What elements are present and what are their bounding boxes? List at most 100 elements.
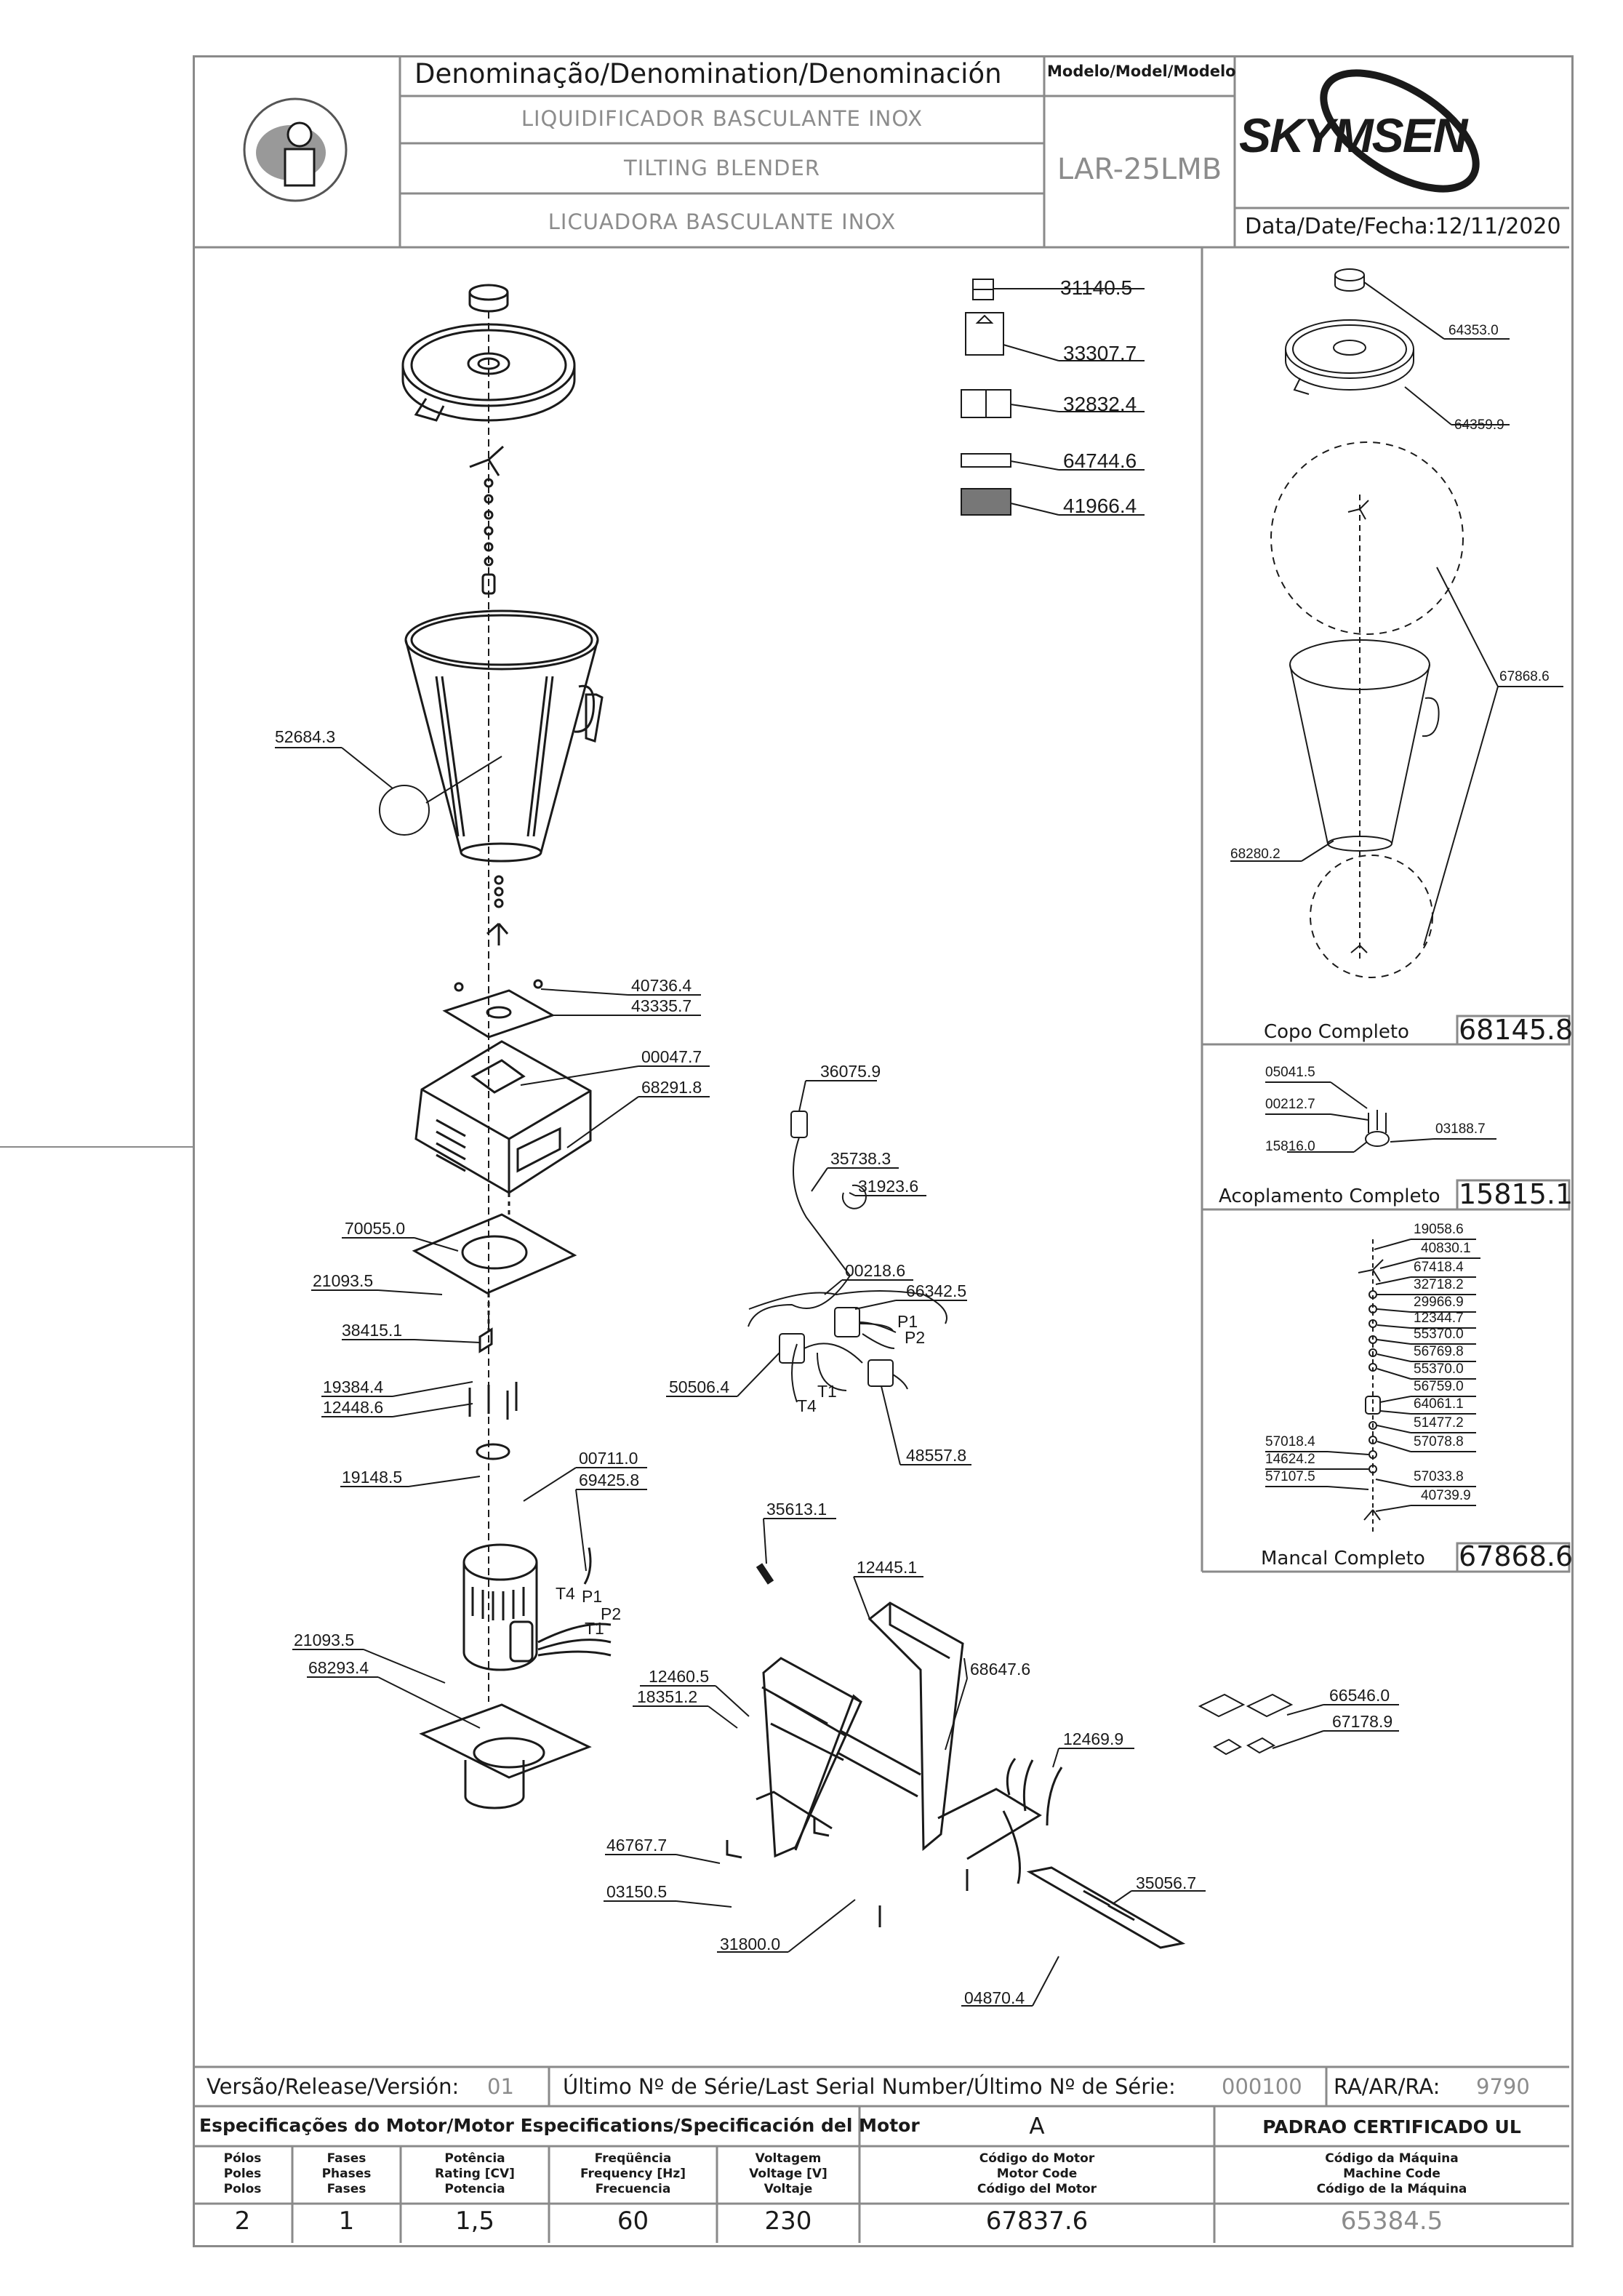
mancal-part-32718: 32718.2: [1414, 1277, 1464, 1292]
part-69425-8: 69425.8: [579, 1471, 640, 1489]
feet-pads: [1198, 1693, 1294, 1756]
copo-part-67868: 67868.6: [1499, 669, 1550, 684]
acopl-part-15816: 15816.0: [1265, 1139, 1315, 1154]
spec-head-voltage-en: Voltage [V]: [749, 2167, 827, 2181]
badge-logo: [243, 97, 348, 202]
spec-val-frequency: 60: [617, 2207, 649, 2236]
mancal-part-51477: 51477.2: [1414, 1415, 1464, 1431]
brand-name: SKYMSEN: [1239, 108, 1467, 162]
part-31800-0: 31800.0: [720, 1935, 781, 1953]
accessory-41966: 41966.4: [1063, 495, 1137, 517]
accessory-icons: [961, 279, 1145, 516]
spec-head-voltage-es: Voltaje: [764, 2182, 813, 2196]
part-19148-5: 19148.5: [342, 1468, 403, 1487]
part-68291-8: 68291.8: [641, 1078, 702, 1097]
blender-exploded-view: [401, 284, 612, 1809]
copo-title: Copo Completo: [1264, 1021, 1409, 1043]
spec-head-machine-code: Código da Máquina Machine Code Código de…: [1214, 2151, 1569, 2197]
denomination-label: Denominação/Denomination/Denominación: [414, 58, 1002, 89]
spec-head-motor-code-pt: Código do Motor: [979, 2151, 1095, 2166]
model-code: LAR-25LMB: [1057, 153, 1222, 186]
part-67178-9: 67178.9: [1332, 1712, 1393, 1731]
version-label: Versão/Release/Versión:: [207, 2074, 460, 2099]
date-value: 12/11/2020: [1435, 214, 1561, 239]
spec-head-rating: Potência Rating [CV] Potencia: [401, 2151, 549, 2197]
wire-label-t4: T4: [797, 1396, 817, 1415]
part-00047-7: 00047.7: [641, 1047, 702, 1066]
serial-value: 000100: [1222, 2074, 1302, 2099]
part-04870-4: 04870.4: [964, 1988, 1025, 2007]
mancal-part-57078: 57078.8: [1414, 1434, 1464, 1449]
mancal-part-64061: 64061.1: [1414, 1396, 1464, 1412]
part-38415-1: 38415.1: [342, 1321, 403, 1340]
copo-part-64359: 64359.9: [1454, 417, 1504, 433]
part-40736-4: 40736.4: [631, 976, 692, 995]
part-12445-1: 12445.1: [857, 1558, 918, 1577]
part-68293-4: 68293.4: [308, 1658, 369, 1677]
mancal-part-40830: 40830.1: [1421, 1241, 1471, 1256]
acoplamento-title: Acoplamento Completo: [1219, 1185, 1440, 1207]
spec-head-phases-es: Fases: [326, 2182, 366, 2196]
stand-leaders: [604, 1518, 1399, 2007]
part-03150-5: 03150.5: [606, 1882, 668, 1901]
mancal-part-14624: 14624.2: [1265, 1452, 1315, 1467]
spec-head-rating-en: Rating [CV]: [435, 2167, 515, 2181]
part-00218-6: 00218.6: [845, 1261, 906, 1280]
spec-val-machine-code: 65384.5: [1340, 2207, 1443, 2236]
product-name-en: TILTING BLENDER: [624, 156, 820, 180]
part-66342-5: 66342.5: [906, 1281, 967, 1300]
motor-class: A: [1029, 2113, 1045, 2140]
date-label-text: Data/Date/Fecha:: [1245, 214, 1435, 239]
mancal-part-56769: 56769.8: [1414, 1344, 1464, 1359]
mancal-part-40739: 40739.9: [1421, 1488, 1471, 1503]
mancal-part-56759: 56759.0: [1414, 1379, 1464, 1394]
part-31923-6: 31923.6: [858, 1177, 919, 1196]
part-43335-7: 43335.7: [631, 996, 692, 1015]
accessory-33307: 33307.7: [1063, 342, 1137, 364]
spec-val-rating: 1,5: [454, 2207, 495, 2236]
spec-head-poles-pt: Pólos: [223, 2151, 262, 2166]
spec-head-phases-pt: Fases: [326, 2151, 366, 2166]
spec-head-frequency: Freqüência Frequency [Hz] Frecuencia: [549, 2151, 717, 2197]
part-52684-3: 52684.3: [275, 727, 336, 746]
electrical-assembly: [666, 1080, 971, 1465]
spec-head-phases: Fases Phases Fases: [292, 2151, 401, 2197]
mancal-code: 67868.6: [1459, 1540, 1574, 1572]
product-name-pt: LIQUIDIFICADOR BASCULANTE INOX: [521, 106, 923, 131]
spec-val-motor-code: 67837.6: [985, 2207, 1089, 2236]
spec-val-voltage: 230: [764, 2207, 812, 2236]
motor-wire-t4: T4: [556, 1584, 575, 1603]
part-48557-8: 48557.8: [906, 1446, 967, 1465]
leader-lines: [292, 988, 710, 1729]
part-00711-0: 00711.0: [579, 1449, 638, 1468]
spec-head-machine-code-pt: Código da Máquina: [1325, 2151, 1459, 2166]
serial-label: Último Nº de Série/Last Serial Number/Úl…: [563, 2074, 1176, 2099]
part-46767-7: 46767.7: [606, 1836, 668, 1855]
copo-code: 68145.8: [1459, 1014, 1574, 1046]
motor-spec-label: Especificações do Motor/Motor Especifica…: [199, 2115, 920, 2136]
spec-head-motor-code: Código do Motor Motor Code Código del Mo…: [859, 2151, 1214, 2197]
motor-wire-p1: P1: [582, 1587, 603, 1606]
part-70055-0: 70055.0: [345, 1219, 406, 1238]
mancal-part-57033: 57033.8: [1414, 1469, 1464, 1484]
part-19384-4: 19384.4: [323, 1377, 384, 1396]
product-name-es: LICUADORA BASCULANTE INOX: [548, 209, 897, 234]
mancal-part-55370-b: 55370.0: [1414, 1361, 1464, 1377]
mancal-part-29966: 29966.9: [1414, 1295, 1464, 1310]
spec-head-frequency-es: Frecuencia: [595, 2182, 671, 2196]
part-21093-5-b: 21093.5: [294, 1631, 355, 1649]
spec-head-machine-code-es: Código de la Máquina: [1316, 2182, 1467, 2196]
acoplamento-drawing: [1265, 1081, 1496, 1153]
accessory-64744: 64744.6: [1063, 449, 1137, 472]
spec-head-motor-code-es: Código del Motor: [977, 2182, 1097, 2196]
mancal-part-67418: 67418.4: [1414, 1260, 1464, 1275]
spec-head-poles-es: Polos: [223, 2182, 262, 2196]
mancal-part-57107: 57107.5: [1265, 1469, 1315, 1484]
part-36075-9: 36075.9: [820, 1062, 881, 1081]
part-21093-5-a: 21093.5: [313, 1271, 374, 1290]
motor-wire-t1: T1: [585, 1619, 604, 1638]
copo-part-64353: 64353.0: [1448, 323, 1499, 338]
spec-head-voltage-pt: Voltagem: [755, 2151, 822, 2166]
copo-drawing: [1230, 268, 1563, 978]
tilting-stand: [726, 1563, 1186, 1949]
